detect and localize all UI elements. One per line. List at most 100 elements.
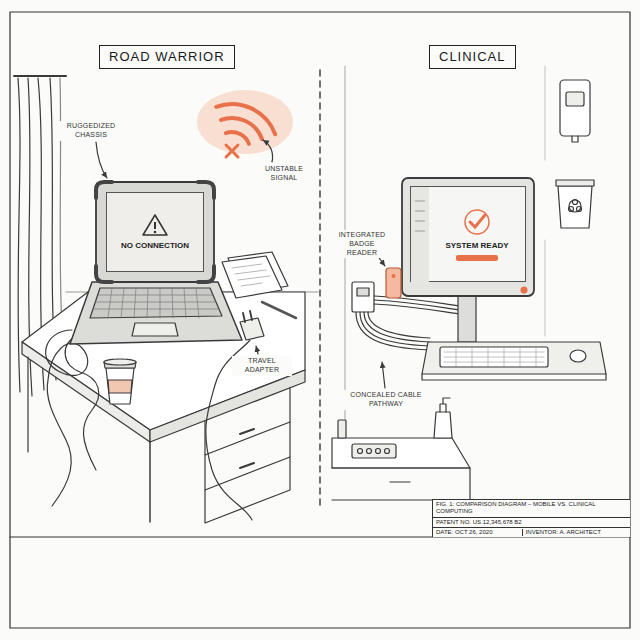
coffee-cup: [106, 368, 134, 404]
keyboard-tray: [422, 342, 606, 374]
screen-status-text: SYSTEM READY: [445, 241, 508, 251]
cables: [46, 330, 88, 506]
wall-plate-and-cables: [356, 312, 430, 350]
laptop: [132, 323, 178, 336]
supply-counter: [385, 449, 390, 454]
screen-sidebar: [411, 187, 429, 283]
desk: [22, 292, 318, 523]
monitor-screen: SYSTEM READY: [410, 186, 526, 282]
supply-counter: [338, 420, 346, 438]
clinic-wall: [544, 240, 545, 336]
drawing-frame: [10, 12, 630, 628]
sharps-bin: [556, 180, 594, 228]
check-icon: [470, 215, 485, 227]
sharps-bin: [556, 180, 594, 186]
desk: [205, 388, 290, 523]
panel-heading: CLINICAL: [439, 49, 506, 65]
wall-plate-and-cables: [374, 304, 460, 314]
warning-icon: [154, 231, 157, 234]
wall-plate-and-cables: [357, 288, 369, 296]
keyboard-tray: [422, 296, 606, 380]
supply-counter: [332, 438, 470, 468]
desk: [149, 442, 151, 522]
callout-label: CONCEALED CABLE PATHWAY: [343, 390, 429, 410]
sanitizer-dispenser: [560, 80, 590, 136]
title-block-row: PATENT NO. US 12,345,678 B2: [433, 518, 630, 528]
callout-label: TRAVEL ADAPTER: [232, 356, 292, 376]
title-block-row: DATE: OCT 26, 2020INVENTOR: A. ARCHITECT: [433, 528, 630, 537]
wifi-signal: [208, 95, 281, 153]
supply-counter: [434, 412, 452, 438]
wall-plate-and-cables: [360, 312, 430, 346]
sanitizer-dispenser: [560, 80, 590, 142]
badge-reader: [386, 268, 401, 298]
keyboard-tray: [440, 347, 548, 367]
wifi-signal: [197, 90, 293, 154]
keyboard-tray: [458, 296, 476, 342]
sharps-bin: [569, 207, 574, 212]
panel-heading-box: CLINICAL: [429, 45, 516, 69]
coffee-cup: [104, 359, 136, 365]
wifi-signal: [197, 90, 293, 157]
laptop: [70, 182, 242, 344]
travel-adapter: [240, 311, 264, 340]
supply-counter: [367, 449, 372, 454]
supply-counter: [352, 444, 396, 458]
cables: [65, 336, 99, 470]
laptop: [96, 182, 214, 282]
laptop: [96, 182, 214, 282]
laptop: [108, 288, 199, 318]
laptop: [93, 295, 219, 309]
wifi-signal: [216, 95, 281, 135]
wall-plate-and-cables: [352, 282, 374, 312]
wall-plate-and-cables: [364, 312, 430, 342]
sharps-bin: [569, 200, 581, 212]
warning-icon: [141, 213, 169, 237]
badge-reader: [392, 274, 396, 278]
curtain: [18, 78, 20, 392]
desk: [150, 370, 305, 442]
panel-heading: ROAD WARRIOR: [109, 49, 225, 65]
sharps-bin: [577, 207, 582, 212]
callout-label: RUGGEDIZED CHASSIS: [58, 121, 124, 141]
desk: [22, 342, 150, 442]
travel-adapter: [243, 311, 252, 322]
desk: [240, 429, 254, 468]
supply-counter: [358, 449, 363, 454]
callout-label: INTEGRATED BADGE READER: [332, 230, 392, 258]
papers: [222, 256, 282, 298]
supply-counter: [376, 449, 381, 454]
leader-lines: [256, 346, 258, 354]
monitor: [521, 287, 528, 294]
drawing-frame: [10, 12, 630, 628]
title-block-cell: DATE: OCT 26, 2020: [436, 529, 519, 536]
status-button-bar: [456, 255, 498, 261]
sharps-bin: [573, 200, 578, 205]
wifi-signal: [221, 111, 266, 139]
travel-adapter: [240, 318, 264, 340]
sharps-bin: [558, 186, 592, 228]
papers: [232, 264, 270, 286]
keyboard-tray: [570, 350, 586, 362]
title-block-cell: PATENT NO. US 12,345,678 B2: [436, 519, 627, 526]
panel-heading-box: ROAD WARRIOR: [99, 45, 235, 69]
curtain: [14, 75, 66, 77]
screen-status-text: NO CONNECTION: [121, 241, 189, 251]
keyboard-tray: [456, 347, 536, 367]
title-block: FIG. 1: COMPARISON DIAGRAM – MOBILE VS. …: [432, 499, 630, 537]
screen-sidebar: [415, 201, 425, 231]
coffee-cup: [108, 380, 132, 393]
keyboard-tray: [444, 352, 544, 362]
title-block-row: FIG. 1: COMPARISON DIAGRAM – MOBILE VS. …: [433, 500, 630, 517]
warning-icon: [143, 215, 167, 235]
laptop: [70, 282, 242, 344]
curtain: [60, 78, 62, 330]
drawing-frame: [319, 70, 321, 505]
papers: [222, 252, 296, 318]
title-block-cell: INVENTOR: A. ARCHITECT: [522, 529, 627, 536]
supply-counter: [440, 398, 450, 412]
cables: [46, 330, 252, 520]
warning-icon: [154, 222, 156, 229]
coffee-cup: [104, 359, 136, 404]
